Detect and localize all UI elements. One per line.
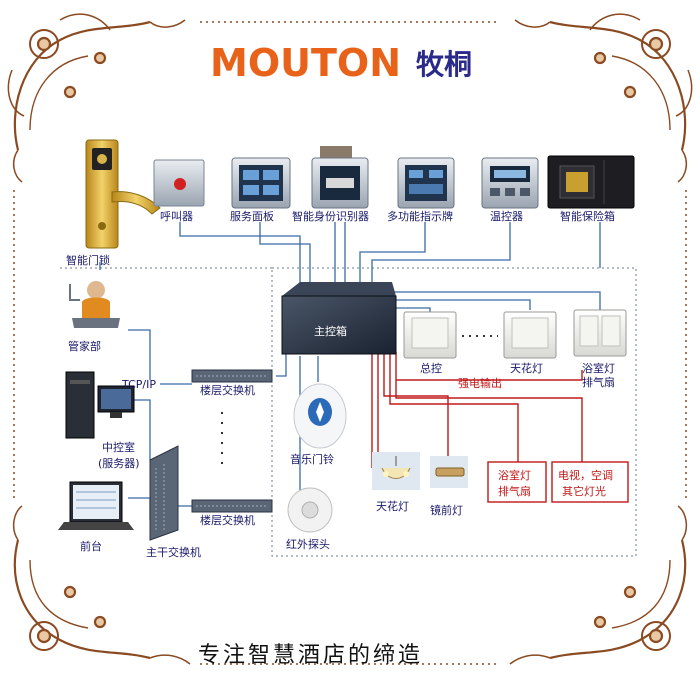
mirror-light-label: 镜前灯: [430, 503, 463, 517]
butler-figure: [69, 281, 120, 328]
control-room-label-2: (服务器): [98, 457, 140, 470]
thermostat-device: [481, 157, 539, 209]
front-desk-laptop: [58, 481, 134, 530]
call-button-label: 呼叫器: [160, 210, 193, 223]
ornament-top-left: [7, 13, 186, 183]
power-output-label: 强电输出: [458, 376, 502, 390]
ceiling-light-label: 天花灯: [376, 500, 409, 513]
mirror-light-device: [430, 456, 468, 488]
bath-switch-label-2: 排气扇: [582, 375, 615, 389]
safe-device: [547, 155, 635, 209]
door-lock: [85, 139, 161, 249]
door-lock-label: 智能门锁: [66, 253, 110, 267]
floor-switch-bottom-label: 楼层交换机: [200, 513, 255, 527]
indicator-label: 多功能指示牌: [387, 209, 453, 223]
ceiling-switch-device: [503, 311, 557, 359]
thermostat-label: 温控器: [490, 209, 523, 223]
floor-switch-top-label: 楼层交换机: [200, 383, 255, 397]
appliances-output-box: [551, 461, 629, 503]
id-reader-label: 智能身份识别器: [292, 209, 369, 223]
master-switch-label: 总控: [420, 361, 442, 375]
indicator-device: [397, 157, 455, 209]
ornament-top-right: [514, 13, 693, 183]
appliances-label-1: 电视，空调: [558, 468, 613, 482]
doorbell-label: 音乐门铃: [290, 452, 334, 466]
control-room-computer: [65, 371, 135, 439]
control-room-label-1: 中控室: [102, 440, 135, 454]
main-control-box: [281, 282, 397, 355]
room-boundary: [271, 267, 637, 557]
slogan-text: 专注智慧酒店的缔造: [198, 643, 423, 668]
brand-name-en: MOUTON: [210, 41, 401, 85]
doorbell-device: [293, 383, 347, 449]
bath-switch-device: [573, 309, 627, 357]
ir-probe-device: [287, 487, 333, 533]
signal-wires: [99, 222, 601, 520]
ornament-bottom-left: [12, 505, 191, 665]
trunk-switch-device: [149, 445, 179, 541]
protocol-label: TCP/IP: [121, 378, 156, 391]
master-switch-device: [403, 311, 457, 359]
service-panel-label: 服务面板: [230, 209, 274, 223]
floor-switch-bottom-device: [191, 499, 273, 513]
ceiling-light-device: [372, 452, 420, 490]
power-wires: [371, 352, 583, 468]
floor-switch-top-device: [191, 369, 273, 383]
service-panel-device: [231, 157, 291, 209]
bath-output-label-2: 排气扇: [498, 484, 531, 498]
brand-name-cn: 牧桐: [416, 48, 472, 81]
id-reader-device: [311, 146, 369, 209]
bath-switch-label-1: 浴室灯: [582, 361, 615, 375]
appliances-label-2: 其它灯光: [562, 484, 606, 498]
bath-output-box: [487, 461, 547, 503]
butler-label: 管家部: [68, 339, 101, 353]
front-desk-label: 前台: [80, 539, 102, 553]
ornament-bottom-right: [509, 505, 688, 665]
ceiling-switch-label: 天花灯: [510, 362, 543, 375]
ir-probe-label: 红外探头: [286, 538, 330, 551]
main-box-label: 主控箱: [314, 324, 347, 338]
trunk-switch-label: 主干交换机: [146, 545, 201, 559]
call-button-device: [153, 159, 205, 207]
bath-output-label-1: 浴室灯: [498, 468, 531, 482]
ornament-frame: [7, 13, 693, 665]
safe-label: 智能保险箱: [560, 209, 615, 223]
